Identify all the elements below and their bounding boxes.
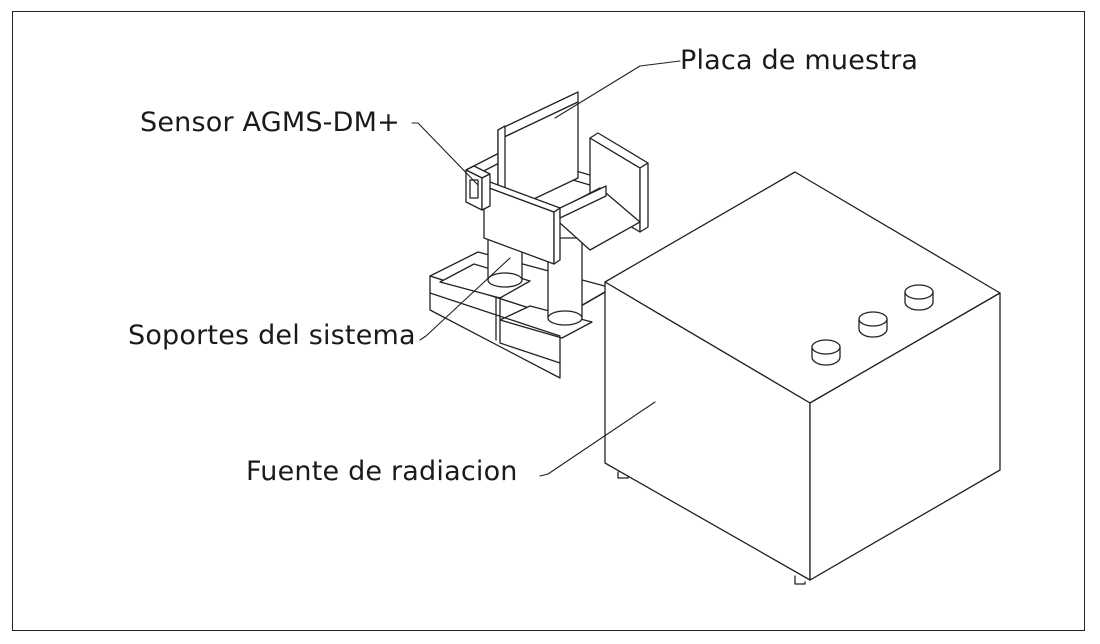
sensor-box [465, 165, 491, 211]
label-system-supports: Soportes del sistema [128, 320, 416, 351]
label-radiation-source: Fuente de radiacion [246, 456, 518, 487]
knob-3 [904, 284, 934, 311]
label-sample-plate: Placa de muestra [680, 45, 919, 76]
leader-soportes [419, 257, 511, 341]
control-knobs [811, 284, 934, 366]
figure-frame [12, 11, 1085, 631]
label-sensor: Sensor AGMS-DM+ [140, 107, 400, 138]
leader-fuente [539, 401, 656, 477]
knob-2 [858, 311, 888, 338]
knob-1 [811, 339, 841, 366]
leader-placa [554, 60, 681, 119]
leader-lines [411, 60, 681, 477]
sample-holder [465, 91, 649, 265]
leader-sensor [411, 122, 479, 186]
radiation-source-box [604, 171, 1001, 585]
